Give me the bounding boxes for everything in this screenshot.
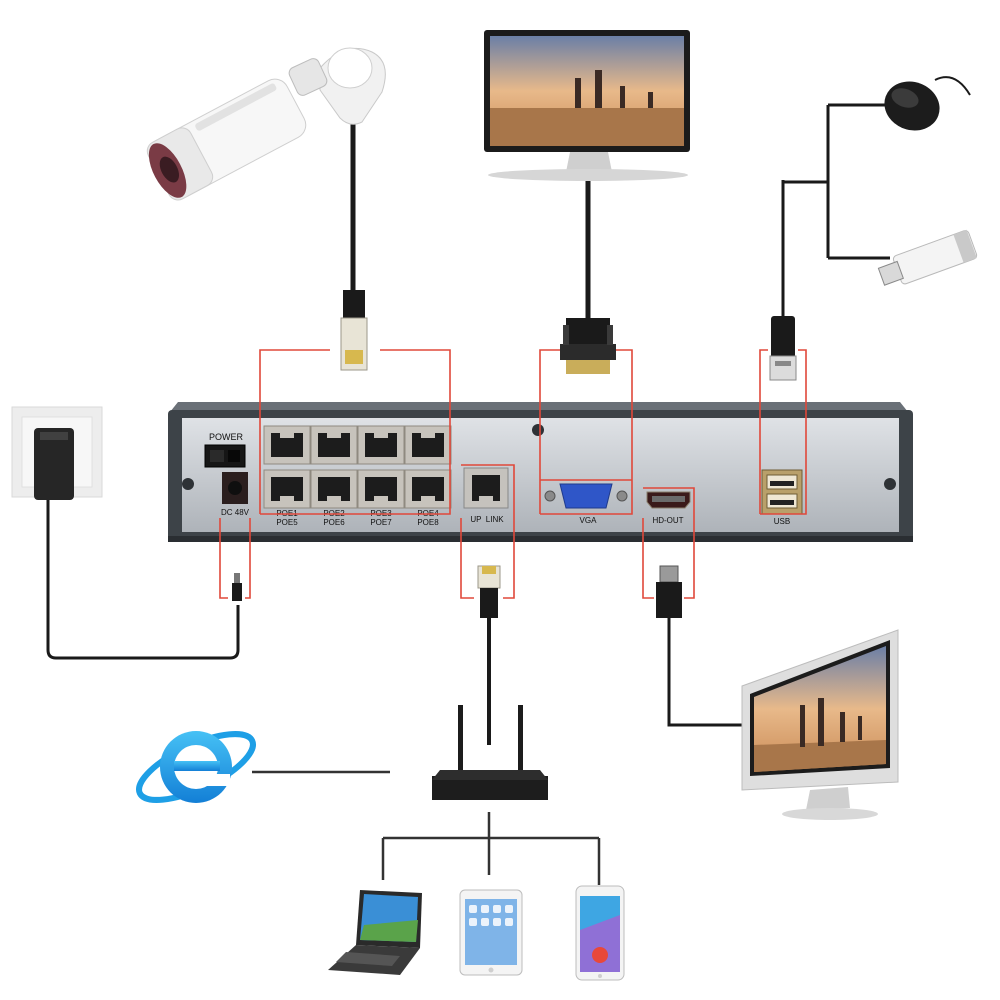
power-adapter-icon xyxy=(11,406,103,500)
highlight-callouts xyxy=(219,349,807,599)
router-icon xyxy=(432,705,548,800)
power-label: POWER xyxy=(209,432,244,442)
hdmi-plug xyxy=(656,565,682,618)
usb-label: USB xyxy=(774,517,790,526)
hdmi-monitor-icon xyxy=(741,629,899,820)
smartphone-icon xyxy=(575,885,625,981)
hdmi-cable xyxy=(667,618,760,727)
poe-label-bottom: POE5 xyxy=(276,518,298,527)
vga-highlight xyxy=(539,349,633,515)
vga-monitor-icon xyxy=(484,30,690,181)
uplink-highlight xyxy=(460,464,515,599)
usb-drive-icon xyxy=(877,229,978,286)
poe-port-5 xyxy=(263,469,311,509)
vga-label: VGA xyxy=(580,516,598,525)
dc-highlight xyxy=(219,518,251,599)
hdmi-highlight xyxy=(642,487,695,599)
hdmi-port xyxy=(646,491,691,509)
top-screw xyxy=(532,424,544,436)
uplink-label: UP LINK xyxy=(470,515,504,524)
client-bracket xyxy=(381,812,601,885)
poe-port-block xyxy=(263,425,452,509)
tablet-icon xyxy=(459,889,523,976)
poe-port-8 xyxy=(404,469,452,509)
usb-plug xyxy=(769,316,797,381)
power-adapter-cable xyxy=(46,500,240,660)
poe-port-6 xyxy=(310,469,358,509)
rj45-plug-uplink xyxy=(477,565,501,618)
poe-label-bottom: POE6 xyxy=(323,518,345,527)
vga-port xyxy=(544,483,628,509)
poe-port-4 xyxy=(404,425,452,465)
poe-port-7 xyxy=(357,469,405,509)
mouse-icon xyxy=(884,76,971,131)
mount-screw-right xyxy=(884,478,896,490)
poe-label-bottom: POE7 xyxy=(370,518,392,527)
usb-peripheral-bracket xyxy=(781,103,890,318)
vga-plug xyxy=(560,318,616,374)
poe-label-bottom: POE8 xyxy=(417,518,439,527)
poe-port-3 xyxy=(357,425,405,465)
internet-explorer-icon xyxy=(136,731,256,803)
bullet-camera-icon xyxy=(146,47,386,201)
usb-ports xyxy=(761,469,803,515)
poe-highlight xyxy=(259,349,451,515)
cables xyxy=(46,103,890,885)
dc-label: DC 48V xyxy=(221,508,250,517)
rj45-plug-camera xyxy=(340,290,368,371)
mount-screw-left xyxy=(182,478,194,490)
laptop-icon xyxy=(328,890,422,975)
poe-port-1 xyxy=(263,425,311,465)
poe-port-2 xyxy=(310,425,358,465)
dc-plug xyxy=(232,573,242,601)
hdout-label: HD-OUT xyxy=(652,516,683,525)
usb-highlight xyxy=(759,349,807,515)
